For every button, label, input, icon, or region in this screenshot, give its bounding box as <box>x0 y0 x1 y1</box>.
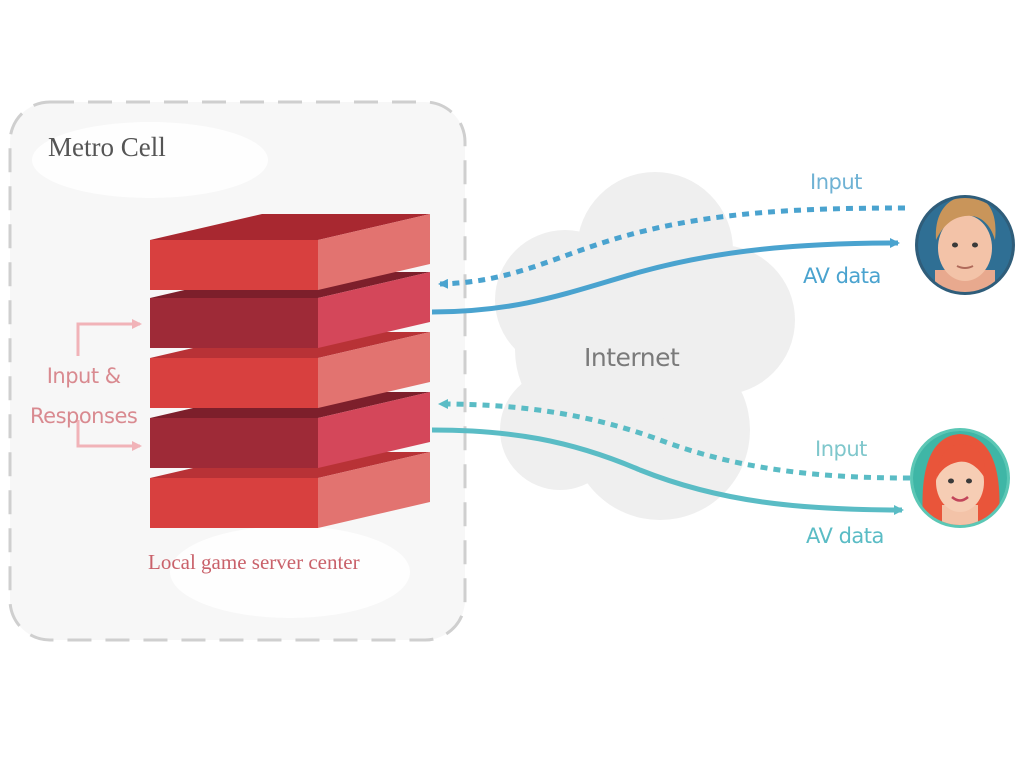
server-slab-1 <box>150 214 430 290</box>
internet-label: Internet <box>584 343 680 372</box>
user2-flows <box>431 399 911 515</box>
user1-input-label: Input <box>810 170 862 194</box>
server-center-caption: Local game server center <box>148 550 360 574</box>
metro-cell-title: Metro Cell <box>48 132 166 162</box>
user2-input-label: Input <box>815 437 867 461</box>
input-responses-label: Input & Responses <box>30 356 138 436</box>
server-slab-3 <box>150 332 430 408</box>
user2-av-arrow <box>431 427 904 515</box>
user2-input-arrow <box>438 399 911 481</box>
internet-cloud <box>495 172 795 520</box>
user1-avatar <box>915 195 1015 295</box>
user1-flows <box>431 205 906 315</box>
user1-av-data-label: AV data <box>803 264 881 288</box>
input-responses-line1: Input & <box>46 364 121 388</box>
server-slab-5 <box>150 452 430 528</box>
user1-av-arrow <box>431 238 900 315</box>
input-responses-line2: Responses <box>30 404 138 428</box>
user2-av-data-label: AV data <box>806 524 884 548</box>
server-stack <box>150 214 430 528</box>
user1-input-arrow <box>438 205 906 289</box>
user2-avatar <box>910 428 1010 528</box>
input-responses-arrows <box>76 319 142 451</box>
server-slab-4 <box>150 392 430 468</box>
